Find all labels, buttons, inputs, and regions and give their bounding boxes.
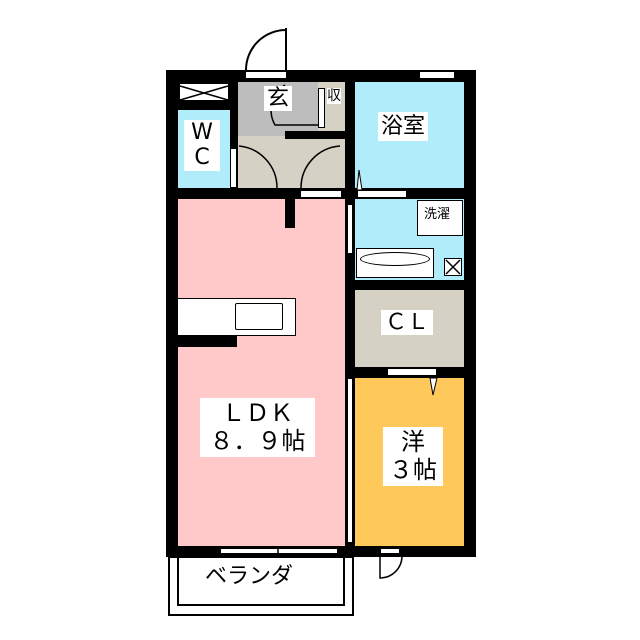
door-closet — [388, 369, 436, 375]
wall-center — [345, 82, 355, 548]
wall-closet-top — [345, 280, 475, 290]
sliding-door-western — [347, 378, 353, 543]
western-label-line2: ３帖 — [389, 455, 437, 484]
balcony-area — [168, 556, 354, 616]
door-ldk — [301, 191, 341, 197]
closet-label: ＣＬ — [381, 310, 434, 336]
kitchen-sink-icon — [235, 303, 283, 330]
balcony-label: ベランダ — [205, 564, 294, 589]
ldk-label: ＬＤＫ ８．９帖 — [200, 398, 315, 458]
door-wash — [358, 191, 406, 197]
ldk-label-line1: ＬＤＫ — [221, 399, 294, 427]
kitchen-wall — [178, 336, 237, 347]
door-western-outer — [380, 548, 400, 554]
western-label: 洋 ３帖 — [383, 427, 443, 487]
wc-label: W C — [184, 120, 220, 171]
wall-wc — [230, 82, 238, 190]
window-top-bath — [420, 72, 454, 78]
laundry-label: 洗濯 — [424, 207, 451, 223]
door-wc — [230, 148, 237, 188]
wc-label-line1: W — [191, 120, 213, 145]
storage-label: 収 — [327, 88, 341, 105]
wall-entrance — [285, 131, 347, 139]
wall-top — [166, 70, 476, 82]
sliding-door-wash — [347, 204, 353, 254]
western-label-line1: 洋 — [401, 428, 425, 456]
ldk-room — [178, 198, 348, 548]
door-storage — [318, 88, 325, 128]
wc-label-line2: C — [194, 145, 210, 171]
balcony-window — [220, 548, 338, 554]
bathroom-label: 浴室 — [378, 112, 429, 142]
hallway — [238, 136, 346, 190]
window-top-entrance — [246, 72, 286, 78]
wall-wc-top — [178, 102, 232, 110]
wall-ldk-stub — [285, 198, 295, 228]
ldk-label-line2: ８．９帖 — [209, 426, 306, 455]
bathtub-oval — [360, 252, 430, 266]
balcony-inner — [177, 556, 345, 606]
entrance-label: 玄 — [264, 86, 293, 112]
